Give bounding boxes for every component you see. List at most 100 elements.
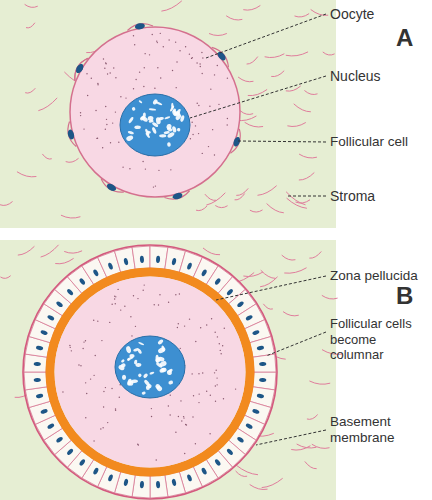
cytoplasm-dot: [78, 364, 79, 365]
cytoplasm-dot: [144, 67, 145, 68]
cytoplasm-dot: [202, 372, 203, 373]
cytoplasm-dot: [227, 118, 228, 119]
cytoplasm-dot: [198, 402, 199, 403]
cytoplasm-dot: [106, 124, 107, 125]
cytoplasm-dot: [80, 365, 81, 366]
stroma-fiber: [235, 194, 245, 200]
stroma-fiber: [263, 304, 272, 309]
stroma-fiber: [64, 251, 82, 253]
cytoplasm-dot: [192, 134, 193, 135]
cytoplasm-dot: [190, 138, 191, 139]
cytoplasm-dot: [163, 46, 164, 47]
cell-nucleus: [214, 277, 222, 285]
leader-line: [238, 141, 326, 142]
cell-nucleus: [226, 448, 234, 456]
cytoplasm-dot: [154, 304, 155, 305]
cytoplasm-dot: [158, 304, 159, 305]
cytoplasm-dot: [115, 111, 116, 112]
cytoplasm-dot: [118, 142, 119, 143]
leader-line: [190, 76, 326, 118]
cytoplasm-dot: [193, 395, 194, 396]
cell-nucleus: [156, 256, 161, 263]
cytoplasm-dot: [217, 65, 218, 66]
cytoplasm-dot: [168, 405, 169, 406]
cytoplasm-dot: [176, 61, 177, 62]
stroma-fiber: [262, 478, 283, 487]
chromatin-clump: [118, 364, 126, 371]
cytoplasm-dot: [142, 161, 143, 162]
cytoplasm-dot: [135, 326, 136, 327]
cytoplasm-dot: [85, 382, 86, 383]
stroma-fiber: [25, 88, 35, 93]
chromatin-clump: [137, 373, 142, 378]
stroma-fiber: [294, 104, 311, 112]
cytoplasm-dots: [80, 33, 228, 188]
chromatin-clump: [131, 107, 136, 112]
cytoplasm-dot: [139, 71, 140, 72]
cytoplasm-dot: [97, 320, 98, 321]
cytoplasm-dot: [206, 391, 207, 392]
cytoplasm-dot: [169, 414, 170, 415]
stroma-fiber: [284, 268, 306, 273]
cytoplasm-dot: [62, 391, 63, 392]
part-label: Nucleus: [330, 68, 428, 85]
cytoplasm-dot: [102, 427, 103, 428]
stroma-fiber: [236, 188, 248, 195]
part-label: Oocyte: [330, 6, 428, 23]
cytoplasm-dot: [218, 104, 219, 105]
stroma-fiber: [0, 276, 10, 279]
stroma-ground: [0, 240, 336, 500]
cytoplasm-dot: [179, 293, 180, 294]
cell-nucleus: [256, 393, 264, 398]
cytoplasm-dot: [93, 440, 94, 441]
follicular-cell: [164, 190, 191, 203]
cytoplasm-dot: [114, 295, 115, 296]
columnar-cell: [253, 354, 276, 372]
columnar-cell: [24, 372, 47, 390]
stroma-fiber: [243, 5, 260, 10]
cytoplasm-dot: [133, 88, 134, 89]
cell-nucleus: [47, 423, 55, 430]
chromatin-clump: [159, 360, 167, 367]
stroma-fiber: [61, 215, 80, 218]
cytoplasm-dot: [200, 66, 201, 67]
cytoplasm-dot: [97, 137, 98, 138]
cytoplasm-dot: [102, 147, 103, 148]
cytoplasm-dot: [220, 350, 221, 351]
cytoplasm-dot: [202, 153, 203, 154]
cell-nucleus: [55, 436, 63, 444]
cytoplasm-dot: [105, 62, 106, 63]
cell-nucleus: [259, 378, 266, 383]
chromatin-clump: [161, 345, 165, 352]
stroma-fiber: [42, 154, 51, 159]
cytoplasm-dot: [138, 444, 139, 445]
chromatin-clump: [172, 126, 177, 133]
chromatin-clump: [148, 120, 153, 123]
stroma-fiber: [161, 1, 181, 11]
cytoplasm-dot: [192, 57, 193, 58]
cytoplasm-dot: [220, 353, 221, 354]
cytoplasm-dot: [120, 309, 121, 310]
cytoplasm-dot: [191, 58, 192, 59]
cytoplasm-dot: [142, 290, 143, 291]
stroma-fiber: [322, 295, 338, 299]
stroma-fibers: [0, 1, 342, 490]
cytoplasm-dots: [62, 284, 236, 460]
leader-line: [256, 430, 326, 445]
columnar-cell: [132, 246, 150, 269]
cytoplasm-dot: [86, 393, 87, 394]
cytoplasm-dot: [209, 433, 210, 434]
cytoplasm-dot: [153, 186, 154, 187]
cytoplasm-dot: [180, 400, 181, 401]
stroma-fiber: [286, 52, 308, 56]
stroma-fiber: [243, 272, 263, 277]
cytoplasm-dot: [181, 420, 182, 421]
cytoplasm-dot: [105, 129, 106, 130]
cytoplasm-dot: [129, 168, 130, 169]
cell-nucleus: [34, 362, 41, 367]
stroma-fiber: [250, 210, 263, 212]
cytoplasm-dot: [227, 77, 228, 78]
cell-nucleus: [245, 423, 253, 430]
cytoplasm-dot: [115, 408, 116, 409]
cytoplasm-dot: [215, 385, 216, 386]
